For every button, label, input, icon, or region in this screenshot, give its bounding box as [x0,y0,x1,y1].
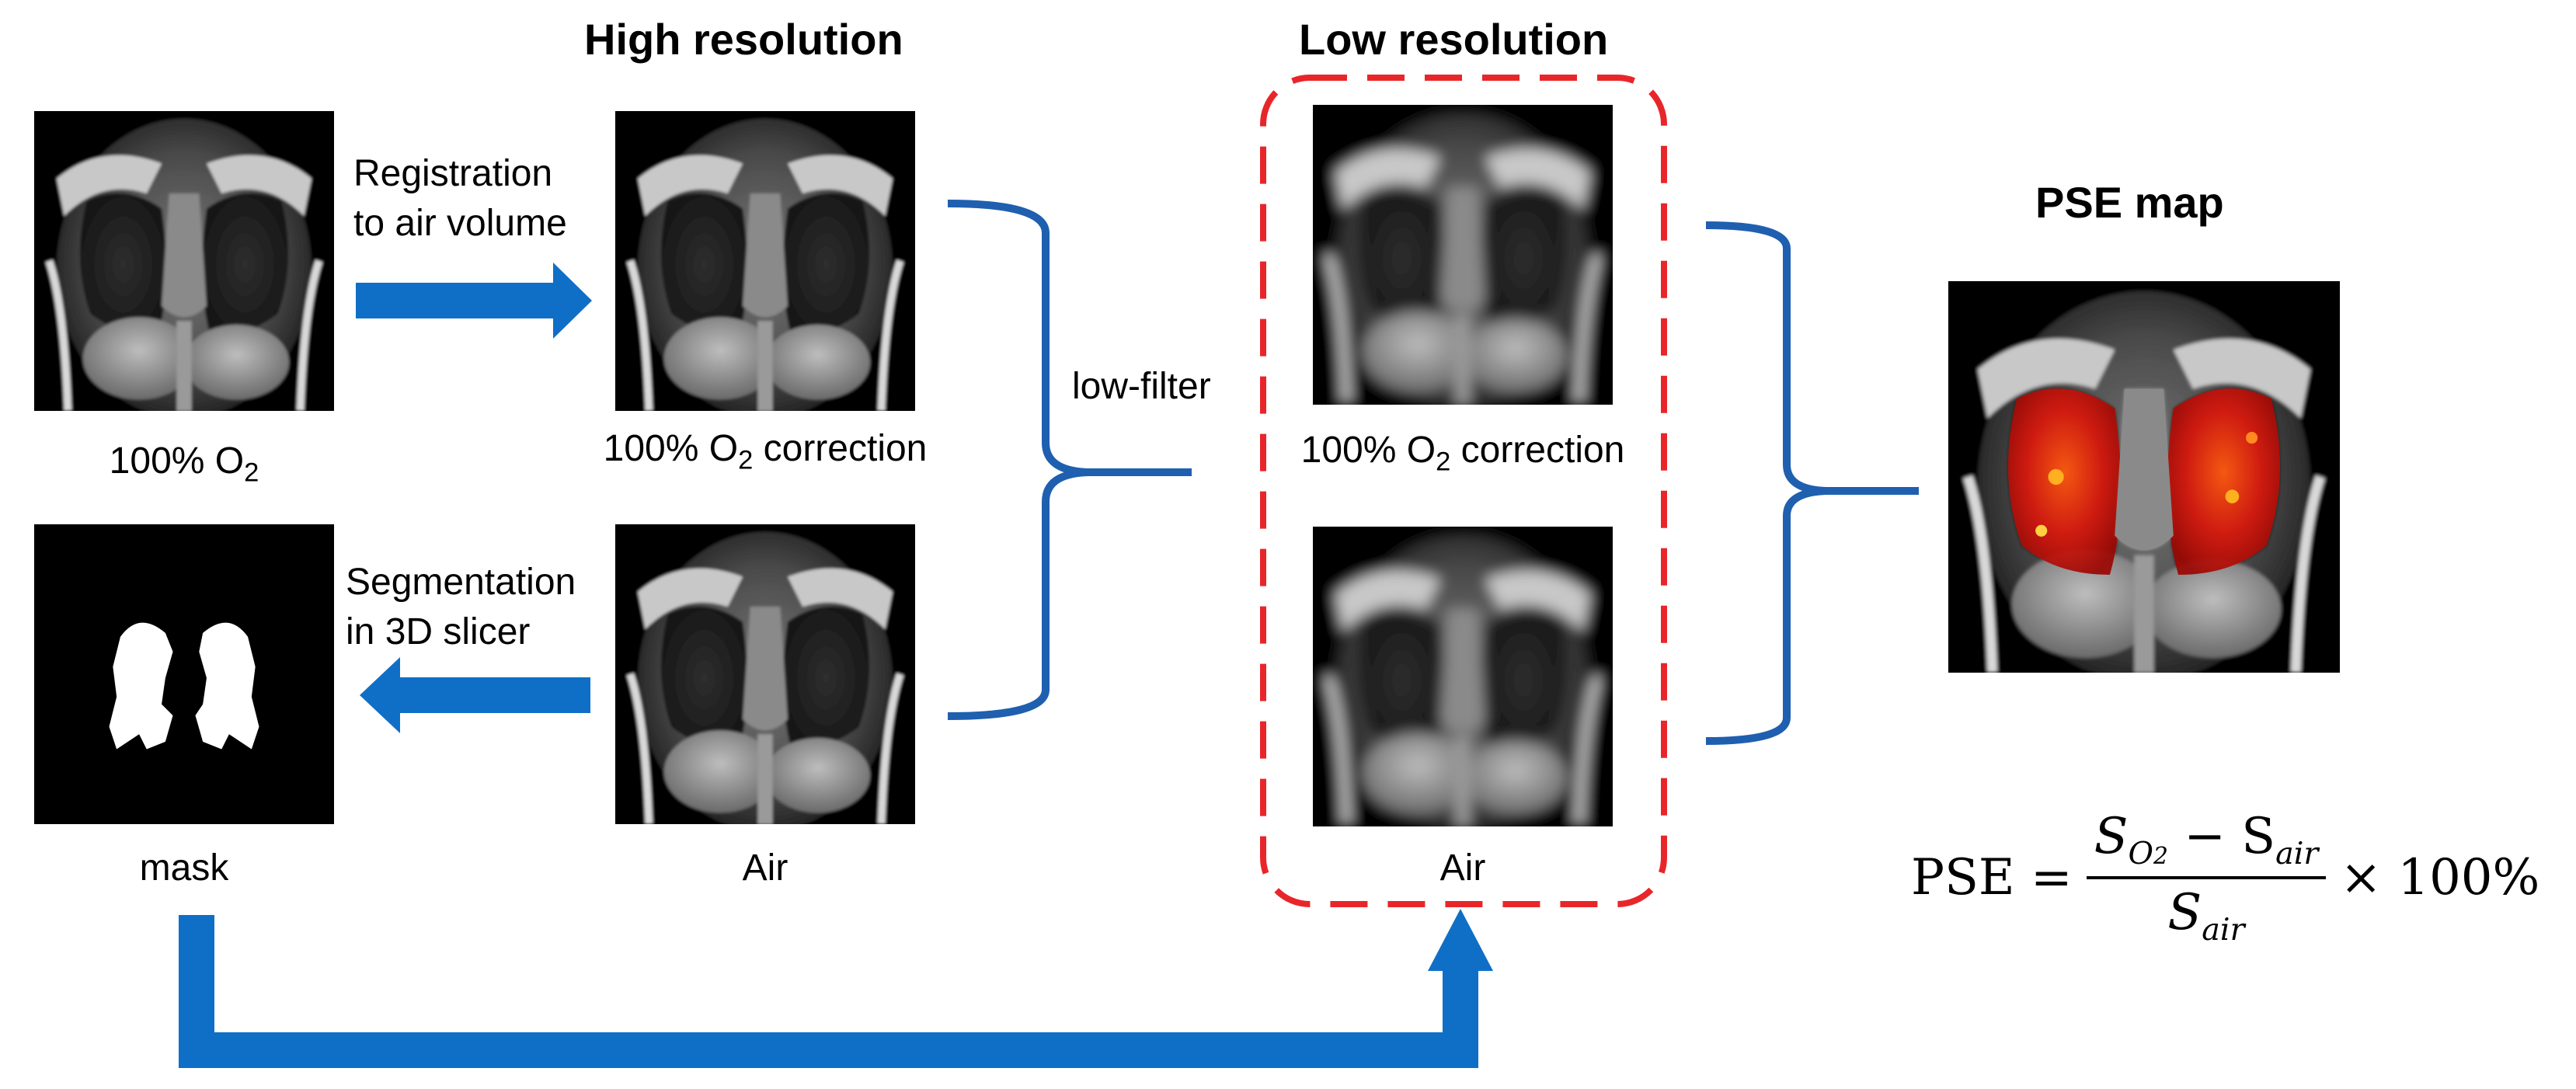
arrow-up-icon [179,909,1493,1068]
arrow-right-icon [356,263,592,339]
o2-original-image [34,111,334,411]
low-filter-label: low-filter [1072,366,1211,407]
o2-corrected-high-caption: 100% O2 correction [603,428,928,475]
pse-map-image [1948,281,2340,673]
pse-formula: PSE = SO2 − Sair Sair × 100% [1911,808,2540,948]
air-high-image [615,524,915,824]
pse-map-heading: PSE map [2035,178,2224,227]
mask-caption: mask [139,847,229,889]
bracket-icon [947,200,1192,720]
registration-label: Registration to air volume [353,153,567,244]
segmentation-label: Segmentation in 3D slicer [346,562,576,652]
mask-image [34,524,334,824]
o2-corrected-high-image [615,111,915,411]
arrow-left-icon [360,657,590,733]
bracket-icon [1705,221,1919,745]
o2-corrected-low-caption: 100% O2 correction [1300,430,1625,477]
air-high-caption: Air [742,847,788,889]
o2-original-caption: 100% O2 [109,440,259,488]
low-resolution-dashed-box [1260,75,1667,907]
high-resolution-heading: High resolution [584,15,903,64]
air-low-caption: Air [1439,847,1486,889]
air-low-image [1313,527,1613,826]
o2-corrected-low-image [1313,105,1613,405]
low-resolution-heading: Low resolution [1299,15,1609,64]
